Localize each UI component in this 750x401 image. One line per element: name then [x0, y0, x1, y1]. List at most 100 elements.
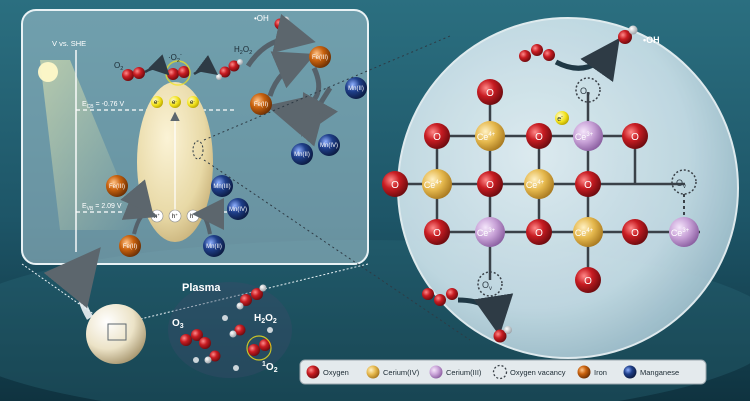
lattice-zoom-circle: O O O O O O O O O O O Ce4+ Ce3+ Ce4+ Ce4… — [382, 17, 739, 359]
electron-icon — [169, 96, 181, 108]
plasma-particle — [222, 315, 228, 321]
oxygen-swatch-icon — [306, 365, 320, 379]
oh-radical-molecule — [229, 324, 246, 338]
legend-item-oxygen: Oxygen — [306, 365, 349, 379]
legend-label: Oxygen vacancy — [510, 368, 566, 377]
cerium3-swatch-icon — [429, 365, 443, 379]
svg-text:Ce4+: Ce4+ — [477, 132, 496, 142]
oxygen-atom: O — [477, 171, 503, 197]
svg-text:Ov: Ov — [482, 280, 492, 292]
legend-item-iron: Iron — [577, 365, 607, 379]
oxygen-vacancy: Ov — [477, 271, 503, 297]
plasma-cluster: Plasma O3 H2O2 1 — [168, 282, 292, 378]
singlet-oxygen-label: 1O2 — [262, 361, 278, 374]
zoom-line — [127, 263, 369, 323]
manganese-atom — [211, 175, 233, 197]
hole-label: h+ — [172, 212, 178, 220]
h2o2-molecule — [216, 59, 243, 80]
singlet-oxygen-molecule — [246, 335, 272, 361]
mn2-label: Mn(II) — [206, 244, 222, 250]
svg-text:O: O — [486, 88, 494, 99]
cerium3-atom: Ce3+ — [475, 217, 505, 247]
legend-label: Iron — [594, 368, 607, 377]
o2-molecule — [122, 67, 145, 81]
mn4-label: Mn(IV) — [320, 143, 338, 149]
mn-hole-arrow — [192, 198, 225, 235]
catalyst-sphere — [86, 304, 146, 364]
zoom-line — [203, 159, 471, 341]
legend-item-cerium3: Cerium(III) — [429, 365, 482, 379]
svg-text:Ce4+: Ce4+ — [575, 228, 594, 238]
electron-label: e- — [172, 98, 177, 106]
svg-text:e-: e- — [557, 114, 563, 123]
cerium4-atom: Ce4+ — [475, 121, 505, 151]
zoom-line — [21, 263, 106, 323]
hole-icon — [168, 209, 182, 223]
mn4-label: Mn(IV) — [229, 207, 247, 213]
manganese-atom — [318, 134, 340, 156]
svg-text:O: O — [433, 228, 441, 239]
plasma-particle — [267, 327, 273, 333]
oxygen-vacancy: Ov — [671, 169, 697, 195]
plasma-title: Plasma — [182, 282, 221, 294]
svg-text:Ov: Ov — [580, 86, 590, 98]
ozone-molecule — [519, 44, 555, 62]
o2-reduction-arrow — [144, 54, 170, 76]
iron-atom-fe3 — [309, 46, 331, 68]
cerium-atoms: Ce4+ Ce3+ Ce4+ Ce4+ Ce3+ Ce4+ Ce3+ — [422, 121, 699, 247]
mn2-label: Mn(II) — [348, 86, 364, 92]
svg-text:O: O — [391, 180, 399, 191]
manganese-atom — [291, 143, 313, 165]
cerium4-atom: Ce4+ — [422, 169, 452, 199]
ozone-molecule — [422, 288, 458, 306]
legend-item-oxygen-vacancy: Oxygen vacancy — [492, 364, 566, 380]
plasma-particle — [193, 357, 199, 363]
oxygen-atom: O — [622, 123, 648, 149]
manganese-atom — [227, 198, 249, 220]
mn2-label: Mn(II) — [294, 152, 310, 158]
svg-text:O: O — [486, 180, 494, 191]
ecb-label: ECB = -0.76 V — [82, 101, 125, 110]
sphere-zoom-box — [107, 323, 127, 341]
svg-text:Ce4+: Ce4+ — [526, 180, 545, 190]
fe2-label: Fe(II) — [254, 102, 268, 108]
ozone-decomposition-arrow — [457, 293, 514, 336]
svg-text:O: O — [535, 228, 543, 239]
electron-label: e- — [190, 98, 195, 106]
manganese-atom — [345, 77, 367, 99]
oh-radical-molecule — [493, 326, 512, 343]
svg-text:O: O — [584, 276, 592, 287]
ozone-molecule — [180, 329, 211, 349]
zoom-arrow — [43, 247, 101, 320]
h2o2-label: H2O2 — [254, 313, 277, 325]
band-diagram-panel: V vs. SHE ECB = -0.76 V EVB = 2.09 V e- … — [21, 9, 369, 265]
legend-label: Cerium(IV) — [383, 368, 420, 377]
svg-text:Ce3+: Ce3+ — [575, 132, 594, 142]
ozone-to-oh-arrow — [554, 37, 620, 83]
iron-atom-fe2 — [119, 235, 141, 257]
hole-group: h+ h+ h+ — [150, 209, 200, 223]
h2o2-molecule — [236, 284, 267, 310]
electron-icon — [151, 96, 163, 108]
svg-text:O: O — [535, 132, 543, 143]
light-source-icon — [38, 62, 58, 82]
oxygen-atom: O — [477, 79, 503, 105]
mn3-label: Mn(III) — [213, 184, 230, 190]
oxygen-atom: O — [424, 123, 450, 149]
electron-icon: e- — [555, 111, 569, 125]
electron-icon — [187, 96, 199, 108]
svg-text:O: O — [584, 180, 592, 191]
fe3-label: Fe(III) — [312, 55, 328, 61]
evb-label: EVB = 2.09 V — [82, 203, 122, 212]
cerium4-swatch-icon — [366, 365, 380, 379]
cerium4-atom: Ce4+ — [573, 217, 603, 247]
plasma-glow — [168, 282, 292, 378]
cerium4-atom: Ce4+ — [524, 169, 554, 199]
legend-label: Cerium(III) — [446, 368, 482, 377]
superoxide-to-h2o2-arrow — [193, 55, 219, 76]
electron-label: e- — [154, 98, 159, 106]
svg-text:O: O — [631, 228, 639, 239]
superoxide-label: ·O2- — [168, 52, 182, 64]
